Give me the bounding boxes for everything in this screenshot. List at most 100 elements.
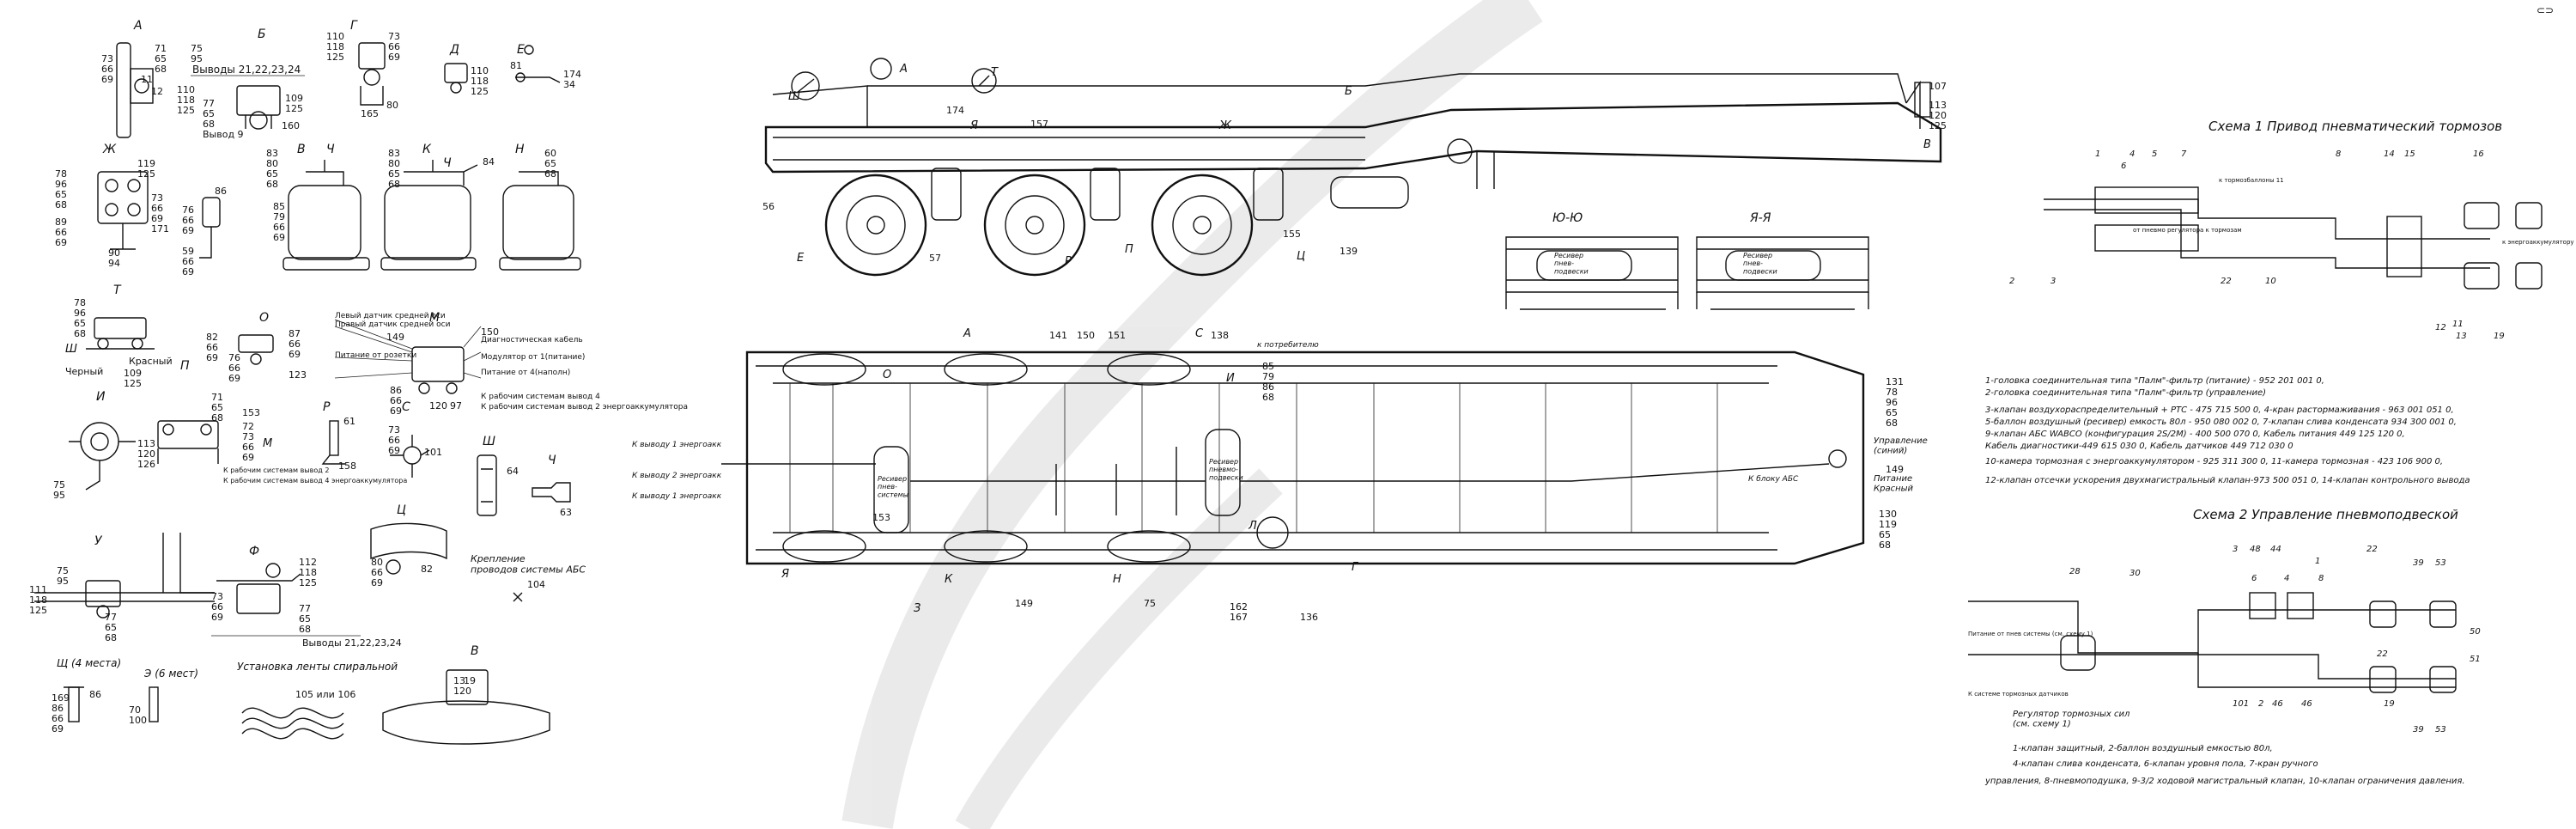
svg-text:С: С — [402, 400, 410, 414]
svg-text:53: 53 — [2435, 558, 2446, 568]
svg-text:Р: Р — [323, 400, 331, 414]
svg-text:Ш: Ш — [788, 90, 800, 103]
svg-text:Диагностическая кабель: Диагностическая кабель — [481, 336, 583, 344]
svg-text:С: С — [1195, 327, 1204, 340]
svg-text:110: 110 — [177, 84, 195, 95]
svg-text:149: 149 — [1886, 464, 1904, 475]
svg-text:6: 6 — [2251, 574, 2257, 583]
svg-text:К выводу 2 энергоакк: К выводу 2 энергоакк — [632, 472, 722, 480]
svg-text:А: А — [963, 327, 971, 340]
svg-text:125: 125 — [299, 577, 317, 588]
svg-text:76: 76 — [182, 204, 194, 216]
svg-text:48: 48 — [2250, 545, 2261, 554]
svg-text:68: 68 — [203, 119, 215, 130]
svg-text:Правый датчик средней оси: Правый датчик средней оси — [335, 320, 451, 329]
corner-mark: ⊂⊃ — [2537, 4, 2554, 16]
scheme-1: Схема 1 Привод пневматический тормозов 1… — [1985, 119, 2574, 485]
svg-text:Питание от 4(наполн): Питание от 4(наполн) — [481, 369, 570, 377]
svg-text:171: 171 — [151, 223, 169, 235]
svg-text:1-головка соединительная типа: 1-головка соединительная типа "Палм"-фил… — [1985, 376, 2324, 386]
svg-text:125: 125 — [285, 103, 303, 114]
svg-text:165: 165 — [361, 108, 379, 119]
cross-members — [789, 383, 1718, 533]
svg-text:69: 69 — [206, 352, 218, 363]
svg-text:81: 81 — [510, 60, 522, 71]
svg-text:65: 65 — [74, 318, 86, 329]
svg-text:1: 1 — [2315, 557, 2320, 566]
svg-text:39: 39 — [2413, 558, 2424, 568]
svg-text:80: 80 — [386, 100, 398, 111]
svg-text:68: 68 — [211, 412, 223, 424]
svg-text:1-клапан защитный, 2-баллон во: 1-клапан защитный, 2-баллон воздушный ем… — [2013, 743, 2273, 753]
svg-text:65: 65 — [1879, 529, 1891, 540]
svg-text:174: 174 — [946, 105, 964, 116]
svg-text:82: 82 — [421, 564, 433, 575]
svg-text:65: 65 — [105, 622, 117, 633]
svg-text:Г: Г — [350, 19, 358, 33]
svg-text:77: 77 — [203, 98, 215, 109]
svg-text:61: 61 — [343, 416, 355, 427]
svg-text:66: 66 — [55, 227, 67, 238]
svg-text:Установка ленты спиральной: Установка ленты спиральной — [237, 661, 398, 673]
svg-text:66: 66 — [211, 601, 223, 613]
svg-text:28: 28 — [2069, 567, 2081, 576]
svg-text:13: 13 — [2456, 332, 2467, 341]
svg-text:З: З — [914, 602, 920, 615]
svg-text:К рабочим системам вывод 2 эне: К рабочим системам вывод 2 энергоаккумул… — [481, 403, 688, 411]
svg-text:83: 83 — [266, 148, 278, 159]
svg-text:65: 65 — [1886, 407, 1898, 418]
svg-text:89: 89 — [55, 216, 67, 228]
svg-text:Ш: Ш — [65, 343, 77, 356]
scheme-2: Схема 2 Управление пневмоподвеской 28 30… — [1968, 507, 2481, 786]
svg-text:68: 68 — [1886, 418, 1898, 429]
svg-text:69: 69 — [182, 225, 194, 236]
svg-text:11: 11 — [2452, 320, 2464, 329]
svg-text:118: 118 — [177, 94, 195, 106]
svg-text:66: 66 — [182, 215, 194, 226]
svg-text:150: 150 — [1077, 330, 1095, 341]
svg-text:К рабочим системам вывод 2: К рабочим системам вывод 2 — [223, 466, 329, 474]
spiral-tape: Установка ленты спиральной 105 или 106 — [237, 661, 398, 740]
svg-text:В: В — [297, 143, 306, 156]
svg-text:66: 66 — [371, 567, 383, 578]
svg-text:86: 86 — [89, 689, 101, 700]
svg-text:158: 158 — [338, 460, 356, 472]
svg-text:139: 139 — [1340, 246, 1358, 257]
svg-text:59: 59 — [182, 246, 194, 257]
svg-text:Р: Р — [1065, 255, 1072, 268]
svg-text:16: 16 — [2473, 149, 2484, 159]
svg-text:73: 73 — [211, 591, 223, 602]
svg-text:Э (6 мест): Э (6 мест) — [143, 667, 198, 680]
svg-text:Ц: Ц — [1297, 250, 1305, 263]
svg-text:65: 65 — [299, 613, 311, 625]
svg-text:К выводу 1 энергоакк: К выводу 1 энергоакк — [632, 492, 722, 501]
detail-b-letter: Б — [258, 27, 266, 41]
svg-text:96: 96 — [1886, 397, 1898, 408]
svg-text:69: 69 — [242, 452, 254, 463]
svg-text:66: 66 — [151, 203, 163, 214]
svg-text:78: 78 — [74, 297, 86, 308]
svg-text:Е: Е — [797, 252, 805, 265]
svg-text:Ф: Ф — [249, 545, 259, 558]
svg-text:66: 66 — [289, 338, 301, 350]
svg-text:119: 119 — [137, 158, 155, 169]
svg-text:151: 151 — [1108, 330, 1126, 341]
svg-text:53: 53 — [2435, 725, 2446, 735]
svg-text:77: 77 — [299, 603, 311, 614]
svg-text:169: 169 — [52, 692, 70, 704]
svg-text:Модулятор от 1(питание): Модулятор от 1(питание) — [481, 353, 585, 362]
svg-text:125: 125 — [326, 52, 344, 63]
svg-text:125: 125 — [177, 105, 195, 116]
svg-text:К блоку АБС: К блоку АБС — [1748, 475, 1799, 484]
svg-text:3: 3 — [2233, 545, 2238, 554]
svg-text:к тормозбаллоны 11: к тормозбаллоны 11 — [2219, 177, 2284, 184]
svg-text:94: 94 — [108, 258, 120, 269]
svg-text:97: 97 — [450, 400, 462, 411]
svg-text:22: 22 — [2377, 649, 2388, 659]
svg-text:71: 71 — [155, 43, 167, 54]
